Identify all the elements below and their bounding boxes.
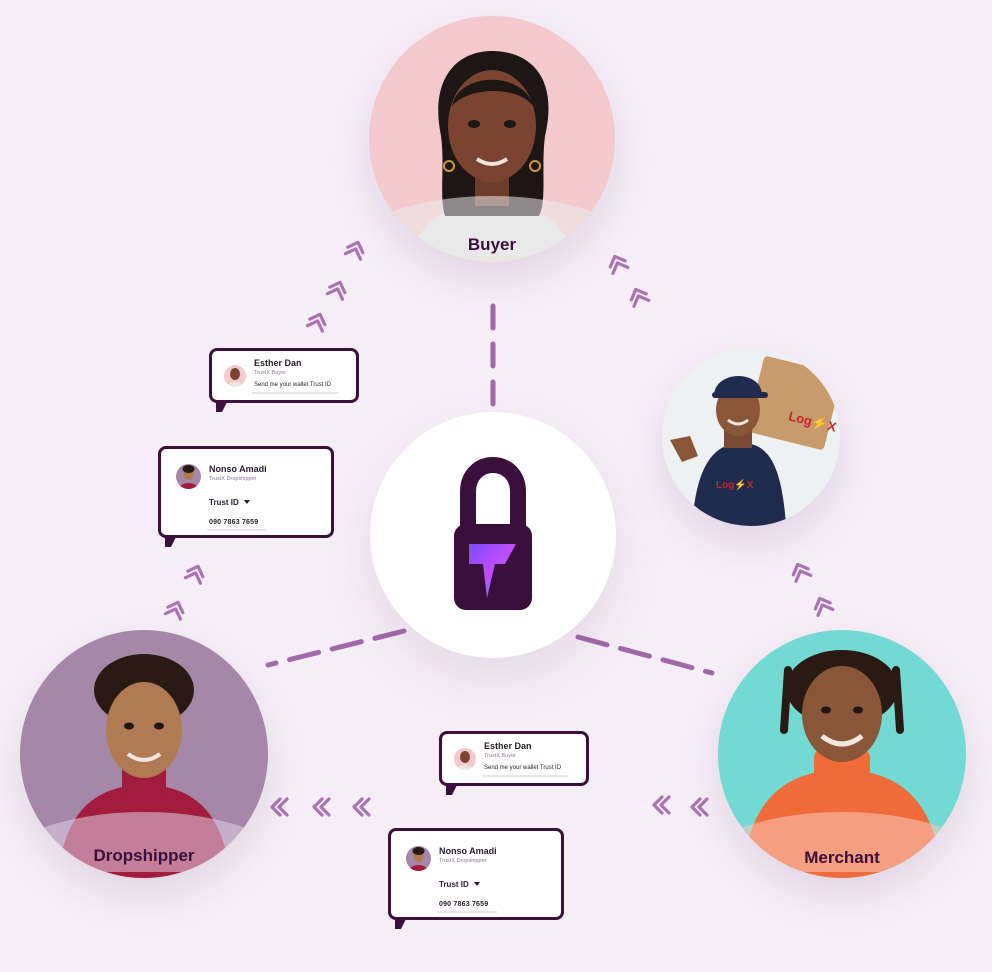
- logistics-node: Log⚡X Log⚡X: [662, 348, 840, 526]
- trust-id-number: 090 7863 7659: [209, 519, 259, 526]
- dropshipper-node: Dropshipper: [20, 630, 268, 878]
- chevron-double-up-icon: [813, 596, 835, 617]
- card-tail: [165, 535, 177, 547]
- buyer-node: Buyer: [369, 16, 615, 262]
- card-message: Send me your wallet Trust ID: [484, 765, 562, 771]
- card-name: Nonso Amadi: [439, 846, 497, 856]
- esther-avatar: [224, 365, 246, 387]
- chevron-double-up-icon: [343, 240, 365, 261]
- trust-id-dropdown-label[interactable]: Trust ID: [209, 498, 239, 507]
- dropshipper-label-band: [20, 812, 268, 872]
- chevron-double-left-icon: [270, 797, 289, 817]
- trust-id-underline: [437, 911, 497, 913]
- trustx-lock-node: [370, 412, 616, 658]
- esther-avatar: [454, 748, 476, 770]
- chevron-double-up-icon: [791, 562, 813, 583]
- chevron-double-up-icon: [608, 254, 630, 275]
- trust-id-number: 090 7863 7659: [439, 901, 489, 908]
- nonso-avatar: [406, 846, 431, 871]
- logistics-logo-shirt: Log⚡X: [716, 480, 754, 491]
- chevron-double-up-icon: [305, 312, 327, 333]
- trustx-logo-icon: [469, 544, 516, 598]
- card-role: TrustX Dropshipper: [209, 476, 257, 482]
- chevron-double-left-icon: [352, 797, 371, 817]
- buyer-label-band: [369, 196, 615, 256]
- merchant-node: Merchant: [718, 630, 966, 878]
- chat-card-dropshipper-trust-id: Nonso Amadi TrustX Dropshipper Trust ID …: [158, 446, 334, 547]
- card-message-underline: [482, 775, 568, 777]
- card-tail: [395, 917, 407, 929]
- merchant-label: Merchant: [804, 848, 880, 867]
- card-tail: [446, 783, 458, 795]
- card-role: TrustX Buyer: [484, 753, 516, 759]
- logistics-courier-illustration: [670, 356, 840, 526]
- chevron-double-left-icon: [690, 797, 709, 817]
- card-message: Send me your wallet Trust ID: [254, 382, 332, 388]
- caret-down-icon[interactable]: [474, 882, 480, 886]
- chevron-double-up-icon: [629, 287, 651, 308]
- dashed-connector-merchant: [575, 634, 715, 676]
- card-role: TrustX Buyer: [254, 370, 286, 376]
- buyer-label: Buyer: [467, 235, 517, 254]
- card-name: Esther Dan: [254, 358, 302, 368]
- chat-card-dropshipper-trust-id-lower: Nonso Amadi TrustX Dropshipper Trust ID …: [388, 828, 564, 929]
- trust-id-dropdown-label[interactable]: Trust ID: [439, 880, 469, 889]
- dropshipper-label: Dropshipper: [93, 846, 195, 865]
- chevron-double-up-icon: [325, 280, 347, 301]
- chevron-double-up-icon: [183, 564, 205, 585]
- chevron-double-up-icon: [163, 600, 185, 621]
- merchant-label-band: [718, 812, 966, 872]
- chat-card-buyer-message: Esther Dan TrustX Buyer Send me your wal…: [209, 348, 359, 412]
- chevron-double-left-icon: [652, 795, 671, 815]
- card-role: TrustX Dropshipper: [439, 858, 487, 864]
- caret-down-icon[interactable]: [244, 500, 250, 504]
- chat-card-buyer-message-lower: Esther Dan TrustX Buyer Send me your wal…: [439, 731, 589, 795]
- card-tail: [216, 400, 228, 412]
- card-message-underline: [252, 392, 338, 394]
- chevron-double-left-icon: [312, 797, 331, 817]
- dashed-connector-dropshipper: [265, 628, 407, 668]
- trust-id-underline: [207, 529, 267, 531]
- card-name: Nonso Amadi: [209, 464, 267, 474]
- card-name: Esther Dan: [484, 741, 532, 751]
- nonso-avatar: [176, 464, 201, 489]
